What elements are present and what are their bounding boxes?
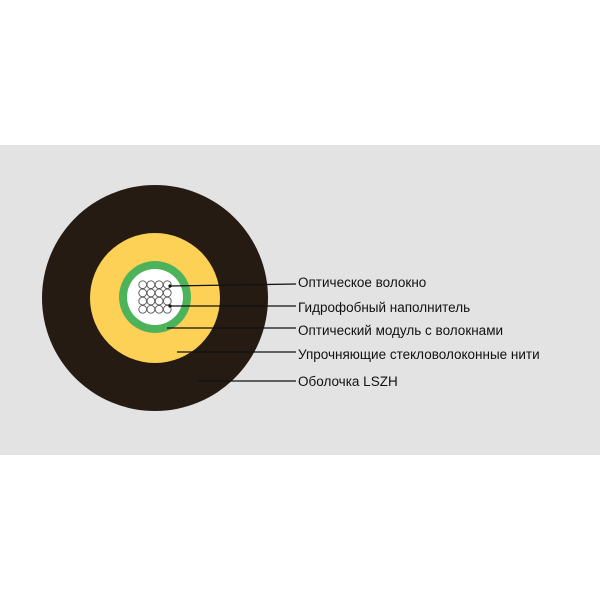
leader-dot-fiber [168, 284, 172, 288]
gel-filler [127, 269, 183, 325]
label-strength-yarns: Упрочняющие стекловолоконные нити [298, 347, 540, 362]
fiber-bundle [138, 280, 172, 314]
leader-line-fiber [169, 283, 297, 287]
leader-lines [167, 283, 297, 382]
optical-fiber [162, 304, 172, 314]
label-hydrophobic-filler: Гидрофобный наполнитель [298, 300, 471, 315]
label-lszh-sheath: Оболочка LSZH [298, 374, 398, 389]
leader-dot-filler [168, 304, 172, 308]
label-optical-module: Оптический модуль с волокнами [298, 323, 504, 338]
label-optical-fiber: Оптическое волокно [298, 275, 427, 290]
